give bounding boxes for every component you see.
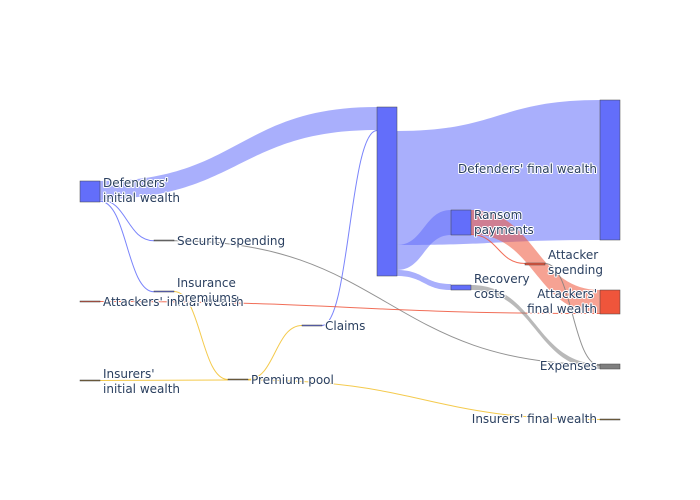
node-claims[interactable] — [301, 324, 323, 327]
node-label-line: Security spending — [177, 234, 285, 248]
node-label-line: final wealth — [527, 302, 597, 316]
node-att-init[interactable] — [79, 300, 101, 303]
link-def-mid-to-ransom[interactable] — [397, 210, 451, 270]
node-label-line: Insurers' — [103, 367, 155, 381]
node-label-expenses: Expenses — [540, 359, 597, 373]
link-line-security-to-expenses — [173, 240, 601, 365]
node-label-att-init: Attackers' initial wealth — [103, 295, 244, 309]
node-label-line: Defenders' — [103, 176, 168, 190]
node-label-line: spending — [548, 263, 603, 277]
node-label-line: premiums — [177, 291, 237, 305]
node-security[interactable] — [153, 239, 175, 242]
link-line-ins-init-to-pool — [99, 379, 229, 381]
node-label-line: initial wealth — [103, 191, 180, 205]
link-def-mid-to-recovery[interactable] — [397, 270, 451, 290]
node-label-line: Insurance — [177, 276, 236, 290]
node-def-final[interactable] — [599, 99, 621, 241]
node-label-line: Attackers' — [537, 287, 597, 301]
node-def-mid[interactable] — [376, 106, 398, 277]
node-label-security: Security spending — [177, 234, 285, 248]
node-label-line: Attackers' initial wealth — [103, 295, 244, 309]
node-label-line: payments — [474, 223, 534, 237]
node-label-line: costs — [474, 287, 505, 301]
node-label-line: Ransom — [474, 208, 522, 222]
node-ransom[interactable] — [450, 209, 472, 236]
node-label-line: initial wealth — [103, 382, 180, 396]
node-pool[interactable] — [227, 378, 249, 381]
links-layer — [99, 100, 601, 420]
node-premiums[interactable] — [153, 290, 175, 293]
node-label-def-init: Defenders'initial wealth — [103, 176, 180, 205]
link-def-init-to-def-mid[interactable] — [100, 107, 377, 199]
link-line-pool-to-claims — [247, 325, 303, 380]
node-label-line: Attacker — [548, 248, 598, 262]
node-label-def-final: Defenders' final wealth — [458, 162, 597, 176]
link-recovery-to-expenses[interactable] — [471, 285, 600, 369]
nodes-layer — [79, 99, 621, 421]
link-line-claims-to-def-mid — [321, 130, 378, 326]
node-ins-init[interactable] — [79, 379, 101, 382]
node-label-ins-init: Insurers'initial wealth — [103, 367, 180, 396]
node-label-claims: Claims — [325, 319, 365, 333]
node-label-ins-final: Insurers' final wealth — [472, 412, 597, 426]
link-line-att-init-to-att-final — [99, 301, 601, 314]
link-line-premiums-to-pool — [173, 291, 229, 380]
node-label-line: Claims — [325, 319, 365, 333]
link-line-att-spend-to-expenses — [544, 263, 601, 366]
node-label-line: Expenses — [540, 359, 597, 373]
node-def-init[interactable] — [79, 180, 101, 203]
link-line-ransom-to-att-spend — [470, 234, 526, 264]
node-ins-final[interactable] — [599, 418, 621, 421]
link-def-mid-to-def-final[interactable] — [397, 100, 600, 245]
link-line-def-init-to-security — [99, 199, 155, 242]
node-label-att-final: Attackers'final wealth — [527, 287, 597, 316]
node-label-line: Defenders' final wealth — [458, 162, 597, 176]
node-label-line: Insurers' final wealth — [472, 412, 597, 426]
link-line-def-init-to-premiums — [99, 200, 155, 293]
node-label-line: Premium pool — [251, 373, 334, 387]
node-recovery[interactable] — [450, 284, 472, 291]
node-att-spend[interactable] — [524, 262, 546, 266]
link-line-pool-to-ins-final — [247, 379, 601, 420]
node-label-line: Recovery — [474, 272, 530, 286]
node-att-final[interactable] — [599, 289, 621, 315]
node-expenses[interactable] — [599, 363, 621, 370]
link-ransom-to-att-final[interactable] — [471, 210, 600, 313]
node-label-pool: Premium pool — [251, 373, 334, 387]
